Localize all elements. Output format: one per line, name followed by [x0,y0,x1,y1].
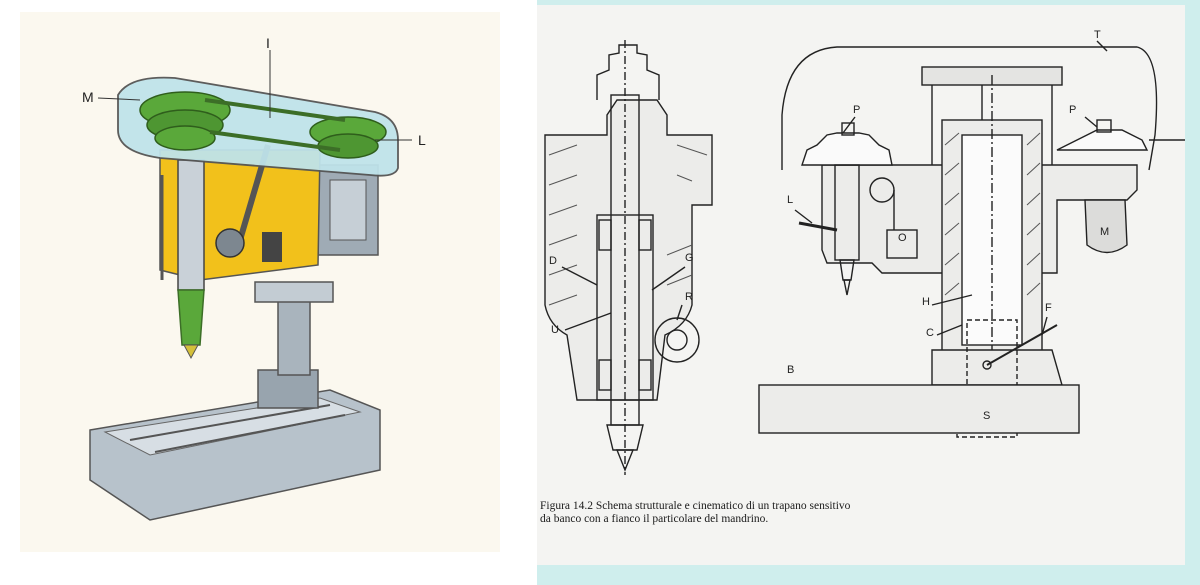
label-R: R [685,291,693,303]
pulley-left [801,132,893,166]
counterweight [886,229,918,259]
figure-caption: Figura 14.2 Schema strutturale e cinemat… [540,500,851,525]
pulley-right [1056,129,1149,151]
bearing [638,359,652,391]
label-H: H [922,296,930,308]
label-L: L [418,132,426,148]
hatching [944,132,1041,296]
hatching [548,144,708,306]
leader-line [676,304,683,321]
schematic-drawing [544,40,1185,475]
leader-line [1084,116,1098,128]
motor [1084,199,1128,254]
leader-line [1096,40,1108,52]
label-M: M [82,89,94,105]
base-slot [129,404,331,441]
switch-box [262,232,282,262]
scanned-page: D G R U T P P L O M H C F B S [537,5,1185,565]
belt-cover [781,46,1158,171]
base-table-top [103,397,362,456]
label-B: B [787,364,795,376]
drill-point [843,279,851,296]
leader-line [1041,316,1048,336]
label-M: M [1100,226,1110,238]
label-D: D [549,255,557,267]
chuck-tip [606,424,644,451]
motor-pulley [317,133,379,159]
feed-hub [215,228,245,258]
pinion-hub [666,329,688,351]
label-L: L [787,194,794,206]
leader-line [561,266,598,286]
lock-lever [986,324,1058,366]
chuck-housing [544,99,713,401]
leader-line [842,116,856,134]
drill-tip [615,449,635,472]
column-collar [254,281,334,303]
bearing [638,219,652,251]
drill-bit [183,344,199,360]
chuck [839,259,855,281]
pulley-nut [1096,119,1112,133]
bearing [598,219,612,251]
motor-cover [329,179,367,241]
label-F: F [1045,302,1052,314]
label-I: I [266,35,270,51]
label-P-left: P [853,104,861,116]
label-S: S [983,410,991,422]
label-C: C [926,327,934,339]
label-P-right: P [1069,104,1077,116]
base [758,384,1080,434]
label-G: G [685,252,694,264]
feed-lever [798,221,838,232]
label-O: O [898,232,907,244]
base-slot [154,414,346,453]
label-T: T [1094,29,1101,41]
spindle-sleeve [177,159,205,291]
label-U: U [551,324,559,336]
pulley-nut [841,122,855,136]
spindle-top-stack [596,44,660,100]
column-foot [257,369,319,409]
leader-line [794,209,813,224]
leader-line [936,324,963,336]
chuck [177,289,205,346]
drill-press-illustration: M L I [0,0,530,585]
leader-line [651,266,686,291]
bearing [598,359,612,391]
leader-line [564,312,612,331]
belt [209,130,341,152]
drill-press-drawing [20,12,500,552]
spindle-pulley [154,125,216,151]
belt [204,98,346,122]
column-foot [931,349,1063,386]
leader-line [97,97,141,101]
lock-lever-pivot [982,360,992,370]
leader-line [931,294,973,306]
